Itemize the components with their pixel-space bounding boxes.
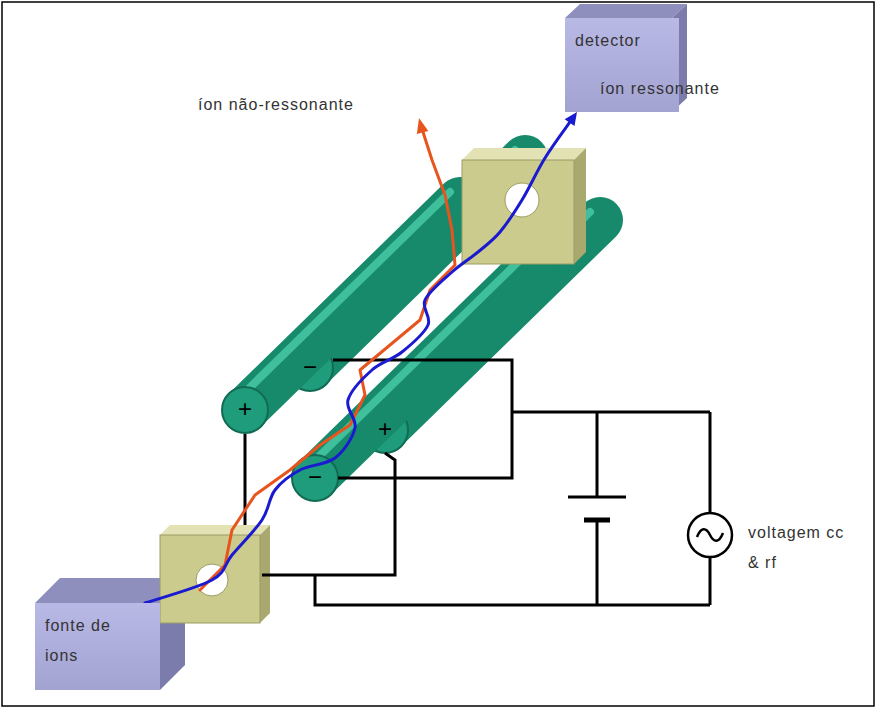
- detector-box: detector: [565, 18, 679, 112]
- annotation-label: íon não-ressonante: [198, 90, 354, 120]
- annotation-label: voltagem cc & rf: [748, 518, 848, 578]
- wire: [244, 434, 247, 540]
- battery-symbol: [568, 497, 626, 520]
- non-resonant-ion-path: [200, 118, 455, 590]
- circuit-wires: [262, 360, 710, 605]
- box-label: detector: [575, 26, 665, 56]
- polarity-sign: −: [299, 354, 321, 380]
- ac-source-symbol: [688, 513, 732, 557]
- ion-source-box: fonte de ions: [35, 603, 160, 690]
- annotation-label: íon ressonante: [600, 74, 720, 104]
- box-label: fonte de ions: [45, 611, 125, 671]
- exit-plate: [462, 148, 586, 264]
- polarity-sign: +: [234, 396, 256, 422]
- polarity-sign: +: [374, 416, 396, 442]
- resonant-ion-path: [145, 112, 577, 603]
- polarity-sign: −: [304, 464, 326, 490]
- quadrupole-rods: [222, 150, 600, 501]
